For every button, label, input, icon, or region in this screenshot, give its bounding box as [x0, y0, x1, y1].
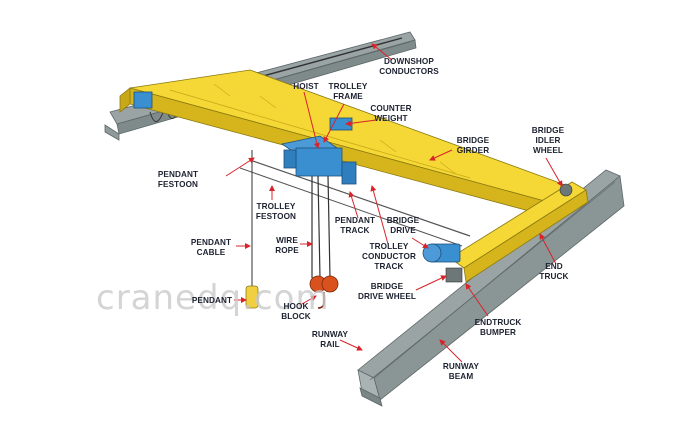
leader-lines — [225, 43, 563, 363]
bridge-drive-motor — [422, 243, 461, 263]
label-pendant: PENDANT — [191, 296, 233, 305]
label-hoist: HOIST — [293, 82, 319, 91]
watermark-text: cranedq.com — [96, 278, 330, 318]
hook-block — [309, 275, 339, 309]
idler-wheel — [559, 183, 573, 197]
end-truck — [445, 181, 589, 283]
trolley-conductor-track-line — [249, 159, 471, 237]
